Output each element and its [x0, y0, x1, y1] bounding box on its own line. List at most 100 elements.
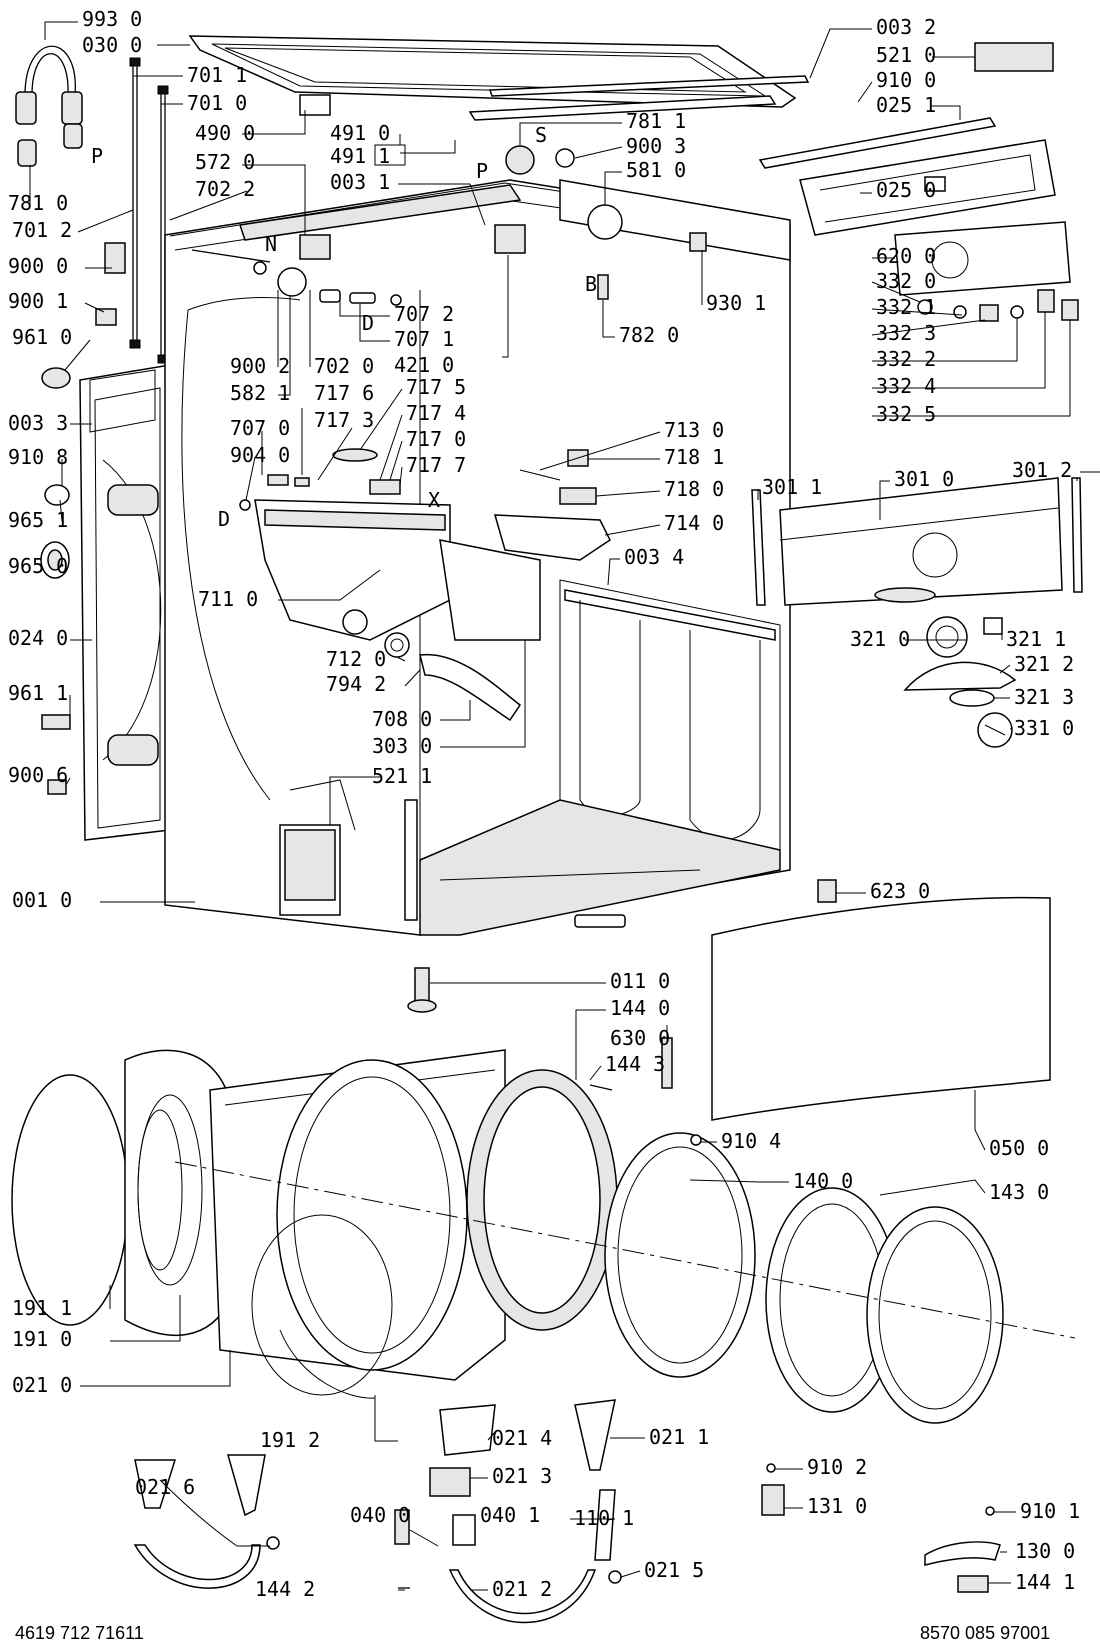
- footer-doc-number-left: 4619 712 71611: [15, 1623, 144, 1643]
- callout-label: 904 0: [230, 443, 290, 467]
- connector-letter: X: [428, 488, 440, 512]
- callout-label: 623 0: [870, 879, 930, 903]
- callout-label: 191 1: [12, 1296, 72, 1320]
- leader-lines: [29, 21, 1100, 1591]
- callout-label: 910 1: [1020, 1499, 1080, 1523]
- callout-label: 961 0: [12, 325, 72, 349]
- callout-label: 900 3: [626, 134, 686, 158]
- callout-label: 140 0: [793, 1169, 853, 1193]
- callout-label: 003 4: [624, 545, 684, 569]
- side-panel: [79, 364, 171, 841]
- connector-letter: P: [476, 159, 488, 183]
- callout-label: 717 0: [406, 427, 466, 451]
- callout-label: 782 0: [619, 323, 679, 347]
- callout-label: 011 0: [610, 969, 670, 993]
- dispenser-housing: [254, 499, 451, 641]
- callout-label: 021 0: [12, 1373, 72, 1397]
- callout-label: 301 1: [762, 475, 822, 499]
- callout-label: 910 2: [807, 1455, 867, 1479]
- callout-label: 021 1: [649, 1425, 709, 1449]
- callout-label: 003 2: [876, 15, 936, 39]
- callout-label: 421 0: [394, 353, 454, 377]
- callout-label: 321 3: [1014, 685, 1074, 709]
- callout-label: 781 1: [626, 109, 686, 133]
- callout-label: 702 0: [314, 354, 374, 378]
- connector-letter: D: [218, 507, 230, 531]
- callout-label: 491 0: [330, 121, 390, 145]
- callout-label: 581 0: [626, 158, 686, 182]
- connector-letter: D: [362, 311, 374, 335]
- callout-label: 332 3: [876, 321, 936, 345]
- callout-label: 030 0: [82, 33, 142, 57]
- callout-label: 910 8: [8, 445, 68, 469]
- callout-label: 321 1: [1006, 627, 1066, 651]
- callout-label: 191 2: [260, 1428, 320, 1452]
- callout-label: 144 2: [255, 1577, 315, 1601]
- callout-label: 910 0: [876, 68, 936, 92]
- callout-label: 321 0: [850, 627, 910, 651]
- callout-label: 301 2: [1012, 458, 1072, 482]
- callout-label: 910 4: [721, 1129, 781, 1153]
- callout-label: 144 1: [1015, 1570, 1075, 1594]
- callout-label: 144 0: [610, 996, 670, 1020]
- callout-label: 021 3: [492, 1464, 552, 1488]
- callout-label: 930 1: [706, 291, 766, 315]
- callout-label: 021 6: [135, 1475, 195, 1499]
- callout-label: 714 0: [664, 511, 724, 535]
- parts-artwork: [11, 35, 1083, 1624]
- callout-label: 025 1: [876, 93, 936, 117]
- callout-label: 701 2: [12, 218, 72, 242]
- callout-label: 021 4: [492, 1426, 552, 1450]
- callout-label: 332 4: [876, 374, 936, 398]
- callout-label: 003 3: [8, 411, 68, 435]
- callout-label: 003 1: [330, 170, 390, 194]
- callout-label: 521 1: [372, 764, 432, 788]
- callout-label: 707 1: [394, 327, 454, 351]
- callout-label: 143 0: [989, 1180, 1049, 1204]
- callout-label: 702 2: [195, 177, 255, 201]
- kick-panel: [711, 896, 1051, 1121]
- callout-label: 717 4: [406, 401, 466, 425]
- callout-label: 713 0: [664, 418, 724, 442]
- callout-label: 110 1: [574, 1506, 634, 1530]
- callout-label: 707 0: [230, 416, 290, 440]
- callout-label: 130 0: [1015, 1539, 1075, 1563]
- callout-label: 961 1: [8, 681, 68, 705]
- callout-label: 620 0: [876, 244, 936, 268]
- callout-label: 717 3: [314, 408, 374, 432]
- callout-label: 965 1: [8, 508, 68, 532]
- control-fascia: [779, 477, 1063, 606]
- callout-label: 711 0: [198, 587, 258, 611]
- callout-label: 708 0: [372, 707, 432, 731]
- callout-label: 040 1: [480, 1503, 540, 1527]
- hose-993: [24, 45, 76, 96]
- callout-label: 718 1: [664, 445, 724, 469]
- callout-label: 332 5: [876, 402, 936, 426]
- callout-label: 040 0: [350, 1503, 410, 1527]
- callout-label: 794 2: [326, 672, 386, 696]
- callout-label: 024 0: [8, 626, 68, 650]
- callout-label: 331 0: [1014, 716, 1074, 740]
- callout-label: 900 1: [8, 289, 68, 313]
- callout-label: 191 0: [12, 1327, 72, 1351]
- callout-label: 712 0: [326, 647, 386, 671]
- callout-label: 021 5: [644, 1558, 704, 1582]
- callout-label: 707 2: [394, 302, 454, 326]
- callout-label: 572 0: [195, 150, 255, 174]
- connector-letter: B: [585, 272, 597, 296]
- callout-label: 050 0: [989, 1136, 1049, 1160]
- callout-label: 021 2: [492, 1577, 552, 1601]
- callout-label: 900 6: [8, 763, 68, 787]
- callout-label: 718 0: [664, 477, 724, 501]
- callout-label: 717 7: [406, 453, 466, 477]
- callout-label: 490 0: [195, 121, 255, 145]
- callout-label: 144 3: [605, 1052, 665, 1076]
- callout-label: 301 0: [894, 467, 954, 491]
- connector-letter: N: [265, 232, 277, 256]
- callout-label: 025 0: [876, 178, 936, 202]
- callout-label: 900 2: [230, 354, 290, 378]
- callout-label: 582 1: [230, 381, 290, 405]
- callout-label: 131 0: [807, 1494, 867, 1518]
